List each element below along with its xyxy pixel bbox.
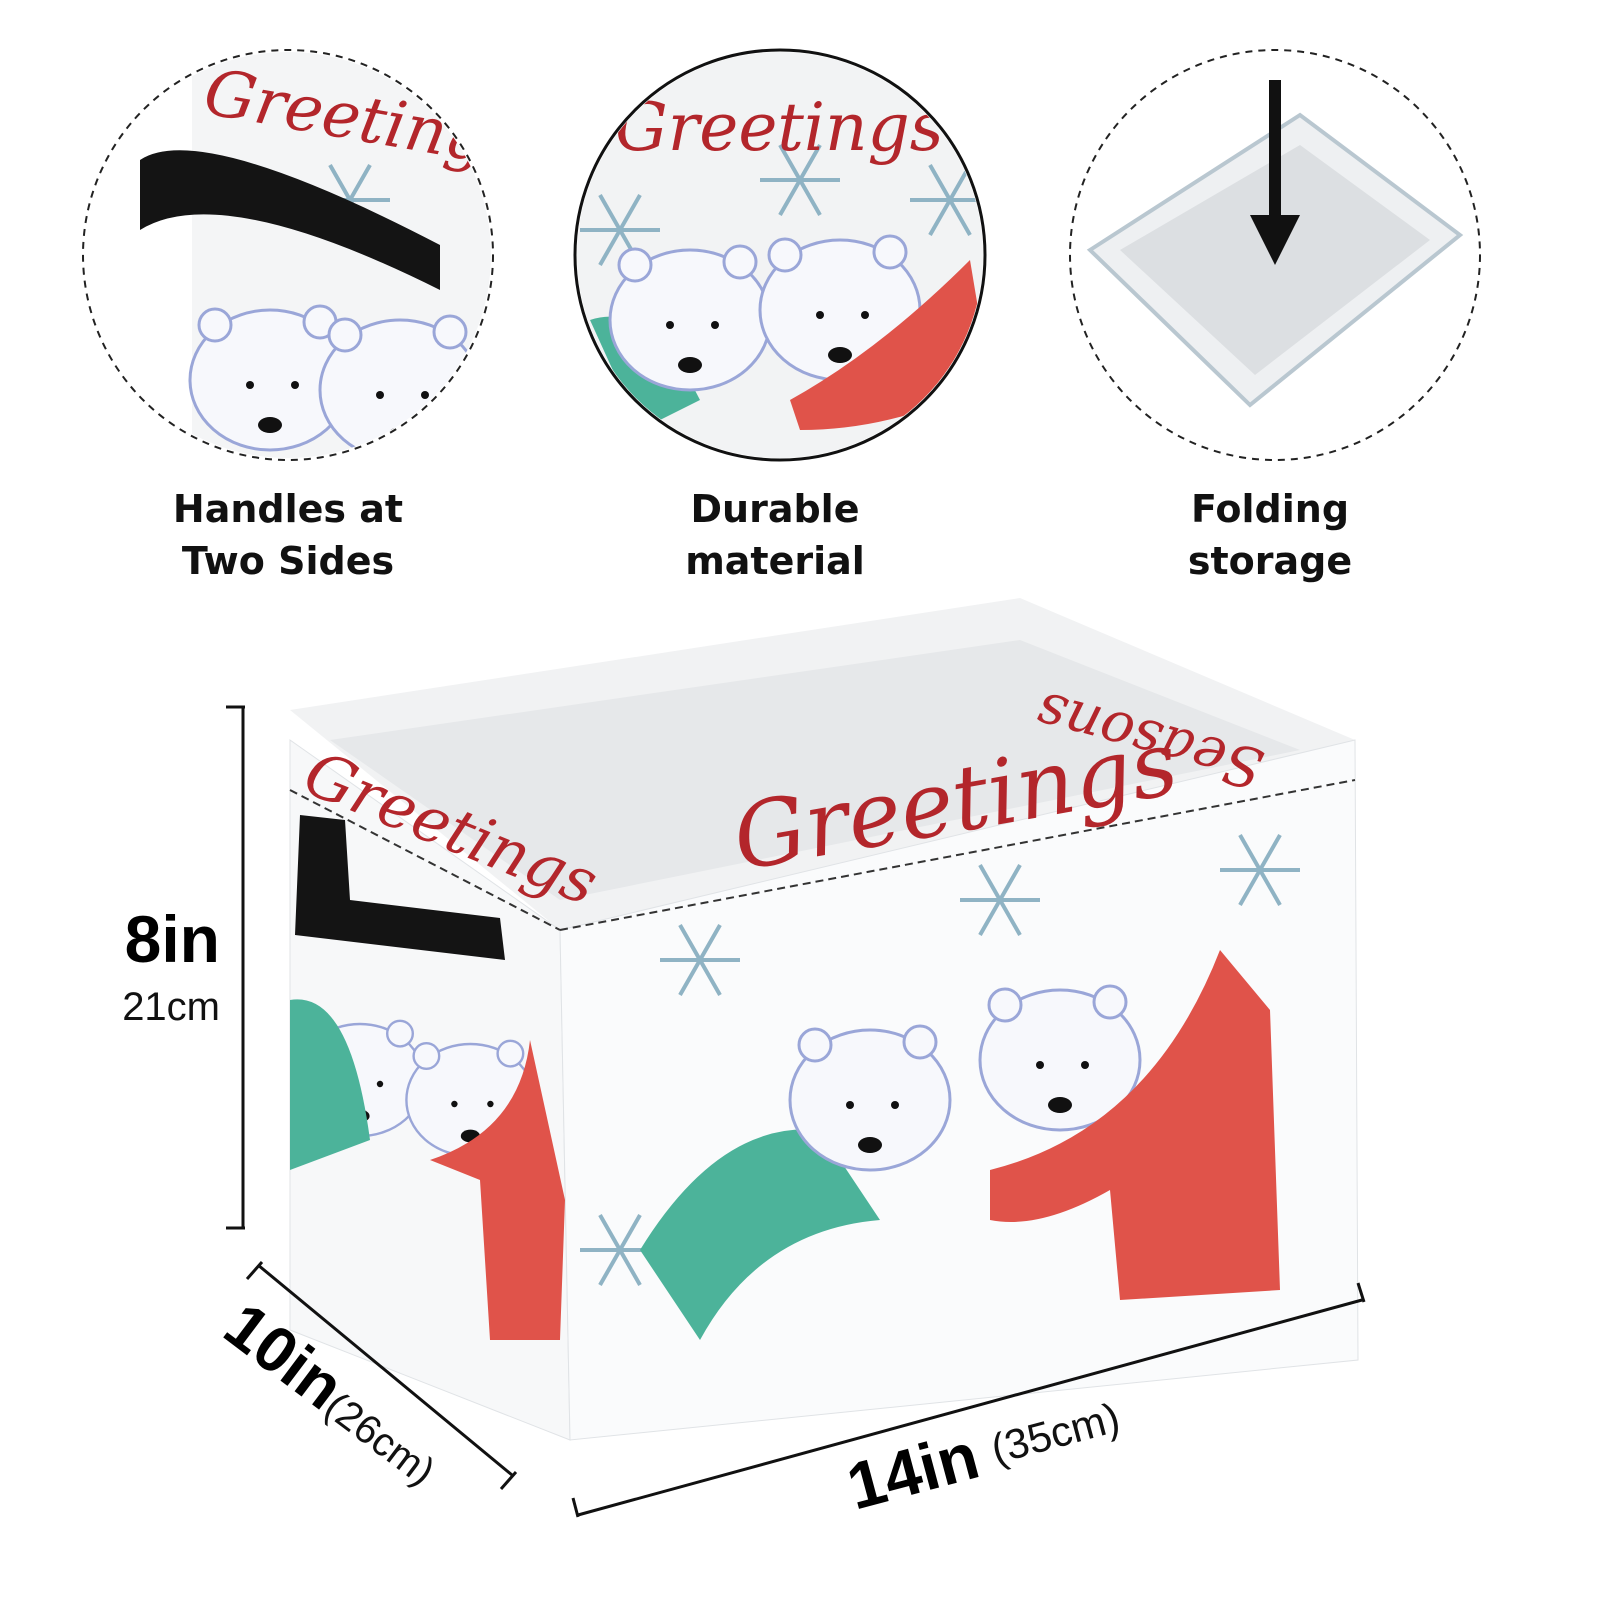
- feature-label-handles-2: Two Sides: [182, 539, 394, 583]
- width-dimension: [571, 1282, 1366, 1518]
- height-metric: 21cm: [122, 985, 220, 1029]
- width-imperial: 14in: [839, 1418, 986, 1524]
- feature-label-material-1: Durable: [691, 487, 860, 531]
- depth-dimension: [245, 1261, 518, 1490]
- width-metric: (35cm): [986, 1393, 1124, 1472]
- feature-handles-image: Greetings: [82, 49, 494, 461]
- height-imperial: 8in: [125, 902, 220, 976]
- feature-label-material-2: material: [685, 539, 865, 583]
- height-dimension: [226, 705, 245, 1230]
- handle-strap-icon: [140, 150, 440, 290]
- side-handle-icon: [295, 815, 505, 960]
- feature-folding-image: [1069, 49, 1481, 461]
- feature-label-handles-1: Handles at: [173, 487, 403, 531]
- feature-label-folding-2: storage: [1188, 539, 1352, 583]
- feature-material-image: Greetings: [573, 48, 987, 462]
- storage-basket-image: Greetings Greetings Seasons: [289, 598, 1359, 1441]
- artwork-greetings-text: Greetings: [615, 89, 944, 166]
- feature-label-folding-1: Folding: [1191, 487, 1349, 531]
